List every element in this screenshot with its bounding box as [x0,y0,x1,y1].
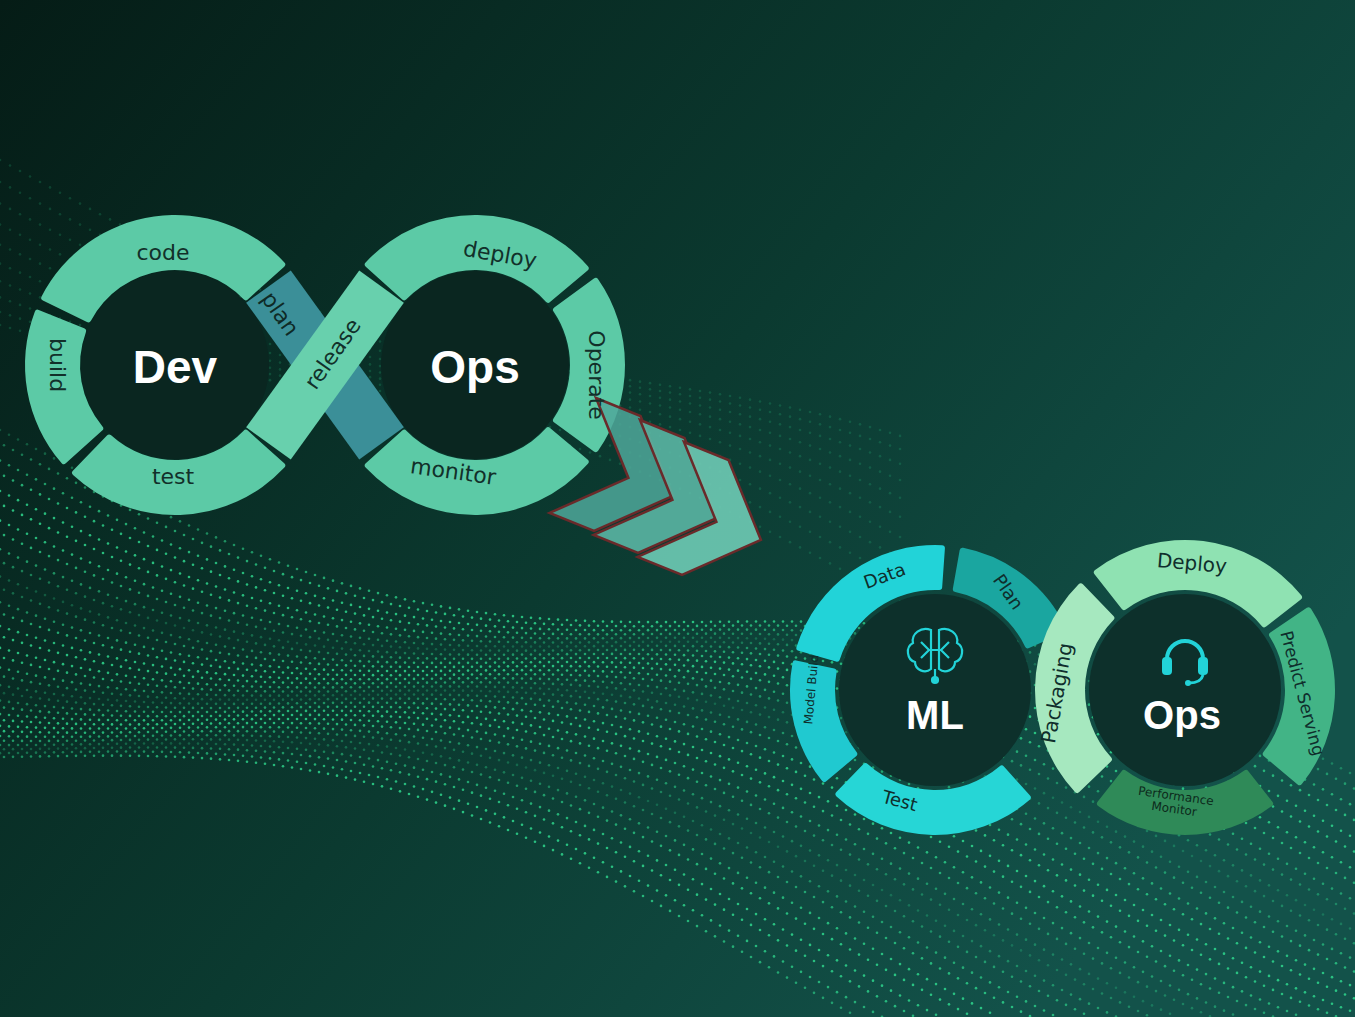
stage: codebuildDevtestplanreleasedeployOpsOper… [0,0,1355,1017]
